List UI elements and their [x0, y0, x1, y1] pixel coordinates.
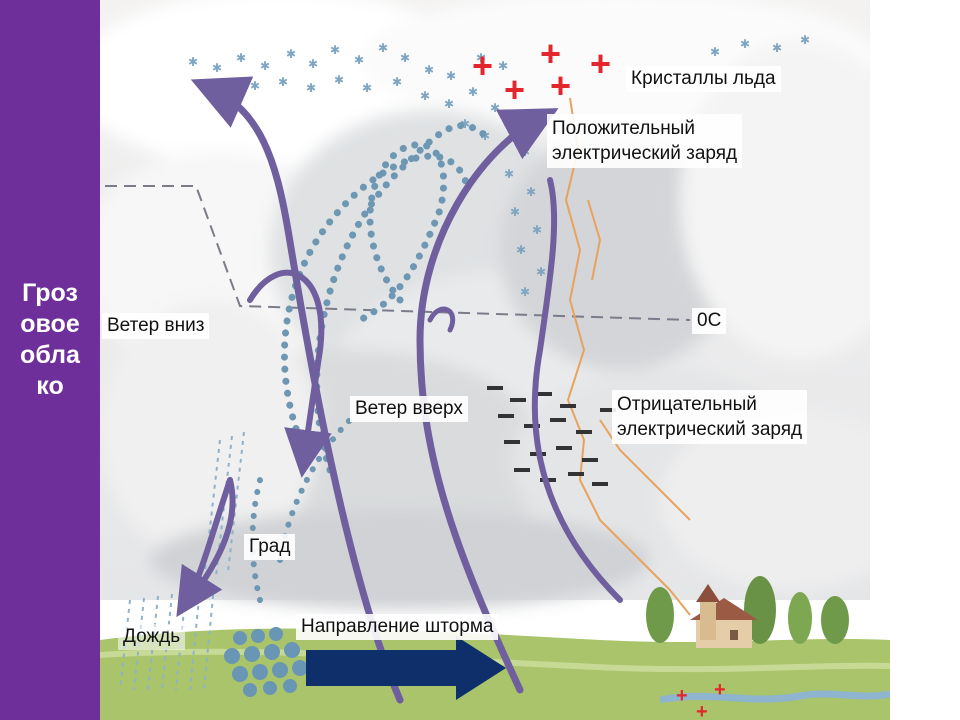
svg-text:✱: ✱: [334, 73, 344, 87]
svg-text:+: +: [590, 43, 611, 84]
svg-text:✱: ✱: [800, 33, 810, 47]
label-rain: Дождь: [118, 624, 186, 650]
label-negative-charge-line-1: Отрицательный: [617, 394, 757, 415]
svg-text:✱: ✱: [424, 63, 434, 77]
svg-text:✱: ✱: [740, 37, 750, 51]
lightning: [564, 97, 691, 616]
svg-text:✱: ✱: [460, 117, 470, 131]
hail-balls: [224, 627, 308, 697]
svg-text:✱: ✱: [330, 43, 340, 57]
svg-text:✱: ✱: [400, 51, 410, 65]
sidebar-title-line-2: овое: [20, 310, 80, 338]
svg-text:✱: ✱: [188, 55, 198, 69]
sidebar-title-line-1: Гроз: [22, 279, 78, 307]
label-wind-down: Ветер вниз: [102, 313, 210, 339]
svg-text:✱: ✱: [278, 75, 288, 89]
label-negative-charge-line-2: электрический заряд: [617, 419, 803, 440]
svg-text:+: +: [696, 701, 708, 720]
svg-text:✱: ✱: [308, 57, 318, 71]
svg-text:✱: ✱: [526, 185, 536, 199]
svg-text:✱: ✱: [772, 41, 782, 55]
svg-text:✱: ✱: [446, 69, 456, 83]
label-wind-up: Ветер вверх: [350, 396, 468, 422]
wind-arrows: [176, 76, 623, 704]
svg-text:✱: ✱: [420, 89, 430, 103]
storm-direction-arrow: [306, 636, 506, 700]
ice-crystals: ✱ ✱ ✱ ✱ ✱ ✱ ✱ ✱ ✱ ✱ ✱ ✱ ✱ ✱ ✱ ✱ ✱ ✱ ✱ ✱ ✱ ✱ ✱ ✱ ✱ ✱ ✱…: [188, 33, 810, 299]
svg-text:✱: ✱: [362, 81, 372, 95]
svg-text:+: +: [550, 65, 571, 106]
sidebar-title-line-3: обла: [20, 341, 80, 369]
sidebar: Гроз овое обла ко: [0, 0, 100, 720]
sidebar-title: Гроз овое обла ко: [0, 278, 100, 402]
label-positive-charge-line-1: Положительный: [552, 118, 695, 139]
svg-text:✱: ✱: [536, 265, 546, 279]
svg-text:✱: ✱: [392, 75, 402, 89]
svg-text:✱: ✱: [532, 223, 542, 237]
svg-text:✱: ✱: [476, 51, 486, 65]
svg-text:✱: ✱: [236, 51, 246, 65]
svg-text:✱: ✱: [516, 243, 526, 257]
svg-text:✱: ✱: [510, 205, 520, 219]
trees: [646, 576, 849, 644]
svg-text:✱: ✱: [520, 145, 530, 159]
svg-text:✱: ✱: [378, 41, 388, 55]
church: [690, 584, 758, 648]
freezing-level-line: [105, 185, 691, 321]
label-positive-charge-line-2: электрический заряд: [552, 143, 738, 164]
positive-charges-top: + + + + +: [472, 33, 611, 110]
label-hail: Град: [244, 534, 296, 560]
label-ice-crystals: Кристаллы льда: [626, 66, 781, 92]
svg-text:✱: ✱: [520, 285, 530, 299]
sidebar-title-line-4: ко: [36, 372, 64, 400]
positive-charges-ground: + + +: [676, 679, 726, 720]
svg-text:+: +: [472, 45, 493, 86]
svg-text:✱: ✱: [260, 59, 270, 73]
svg-text:+: +: [540, 33, 561, 74]
svg-text:✱: ✱: [286, 47, 296, 61]
svg-text:✱: ✱: [498, 59, 508, 73]
label-zero-celsius: 0С: [692, 308, 727, 334]
label-negative-charge: Отрицательный электрический заряд: [612, 390, 808, 444]
svg-text:✱: ✱: [354, 53, 364, 67]
svg-text:✱: ✱: [444, 97, 454, 111]
svg-text:+: +: [714, 679, 726, 701]
svg-text:✱: ✱: [212, 61, 222, 75]
svg-text:+: +: [676, 685, 688, 707]
svg-text:✱: ✱: [306, 81, 316, 95]
label-positive-charge: Положительный электрический заряд: [547, 114, 743, 168]
thundercloud-diagram: ✱ ✱ ✱ ✱ ✱ ✱ ✱ ✱ ✱ ✱ ✱ ✱ ✱ ✱ ✱ ✱ ✱ ✱ ✱ ✱ ✱ ✱ ✱ ✱ ✱ ✱ ✱…: [100, 0, 890, 720]
diagram-canvas: ✱ ✱ ✱ ✱ ✱ ✱ ✱ ✱ ✱ ✱ ✱ ✱ ✱ ✱ ✱ ✱ ✱ ✱ ✱ ✱ ✱ ✱ ✱ ✱ ✱ ✱ ✱…: [100, 0, 890, 720]
svg-text:✱: ✱: [490, 101, 500, 115]
svg-text:✱: ✱: [710, 45, 720, 59]
svg-text:+: +: [504, 69, 525, 110]
svg-text:✱: ✱: [250, 79, 260, 93]
label-storm-direction: Направление шторма: [296, 614, 499, 640]
svg-text:✱: ✱: [504, 167, 514, 181]
svg-text:✱: ✱: [468, 85, 478, 99]
